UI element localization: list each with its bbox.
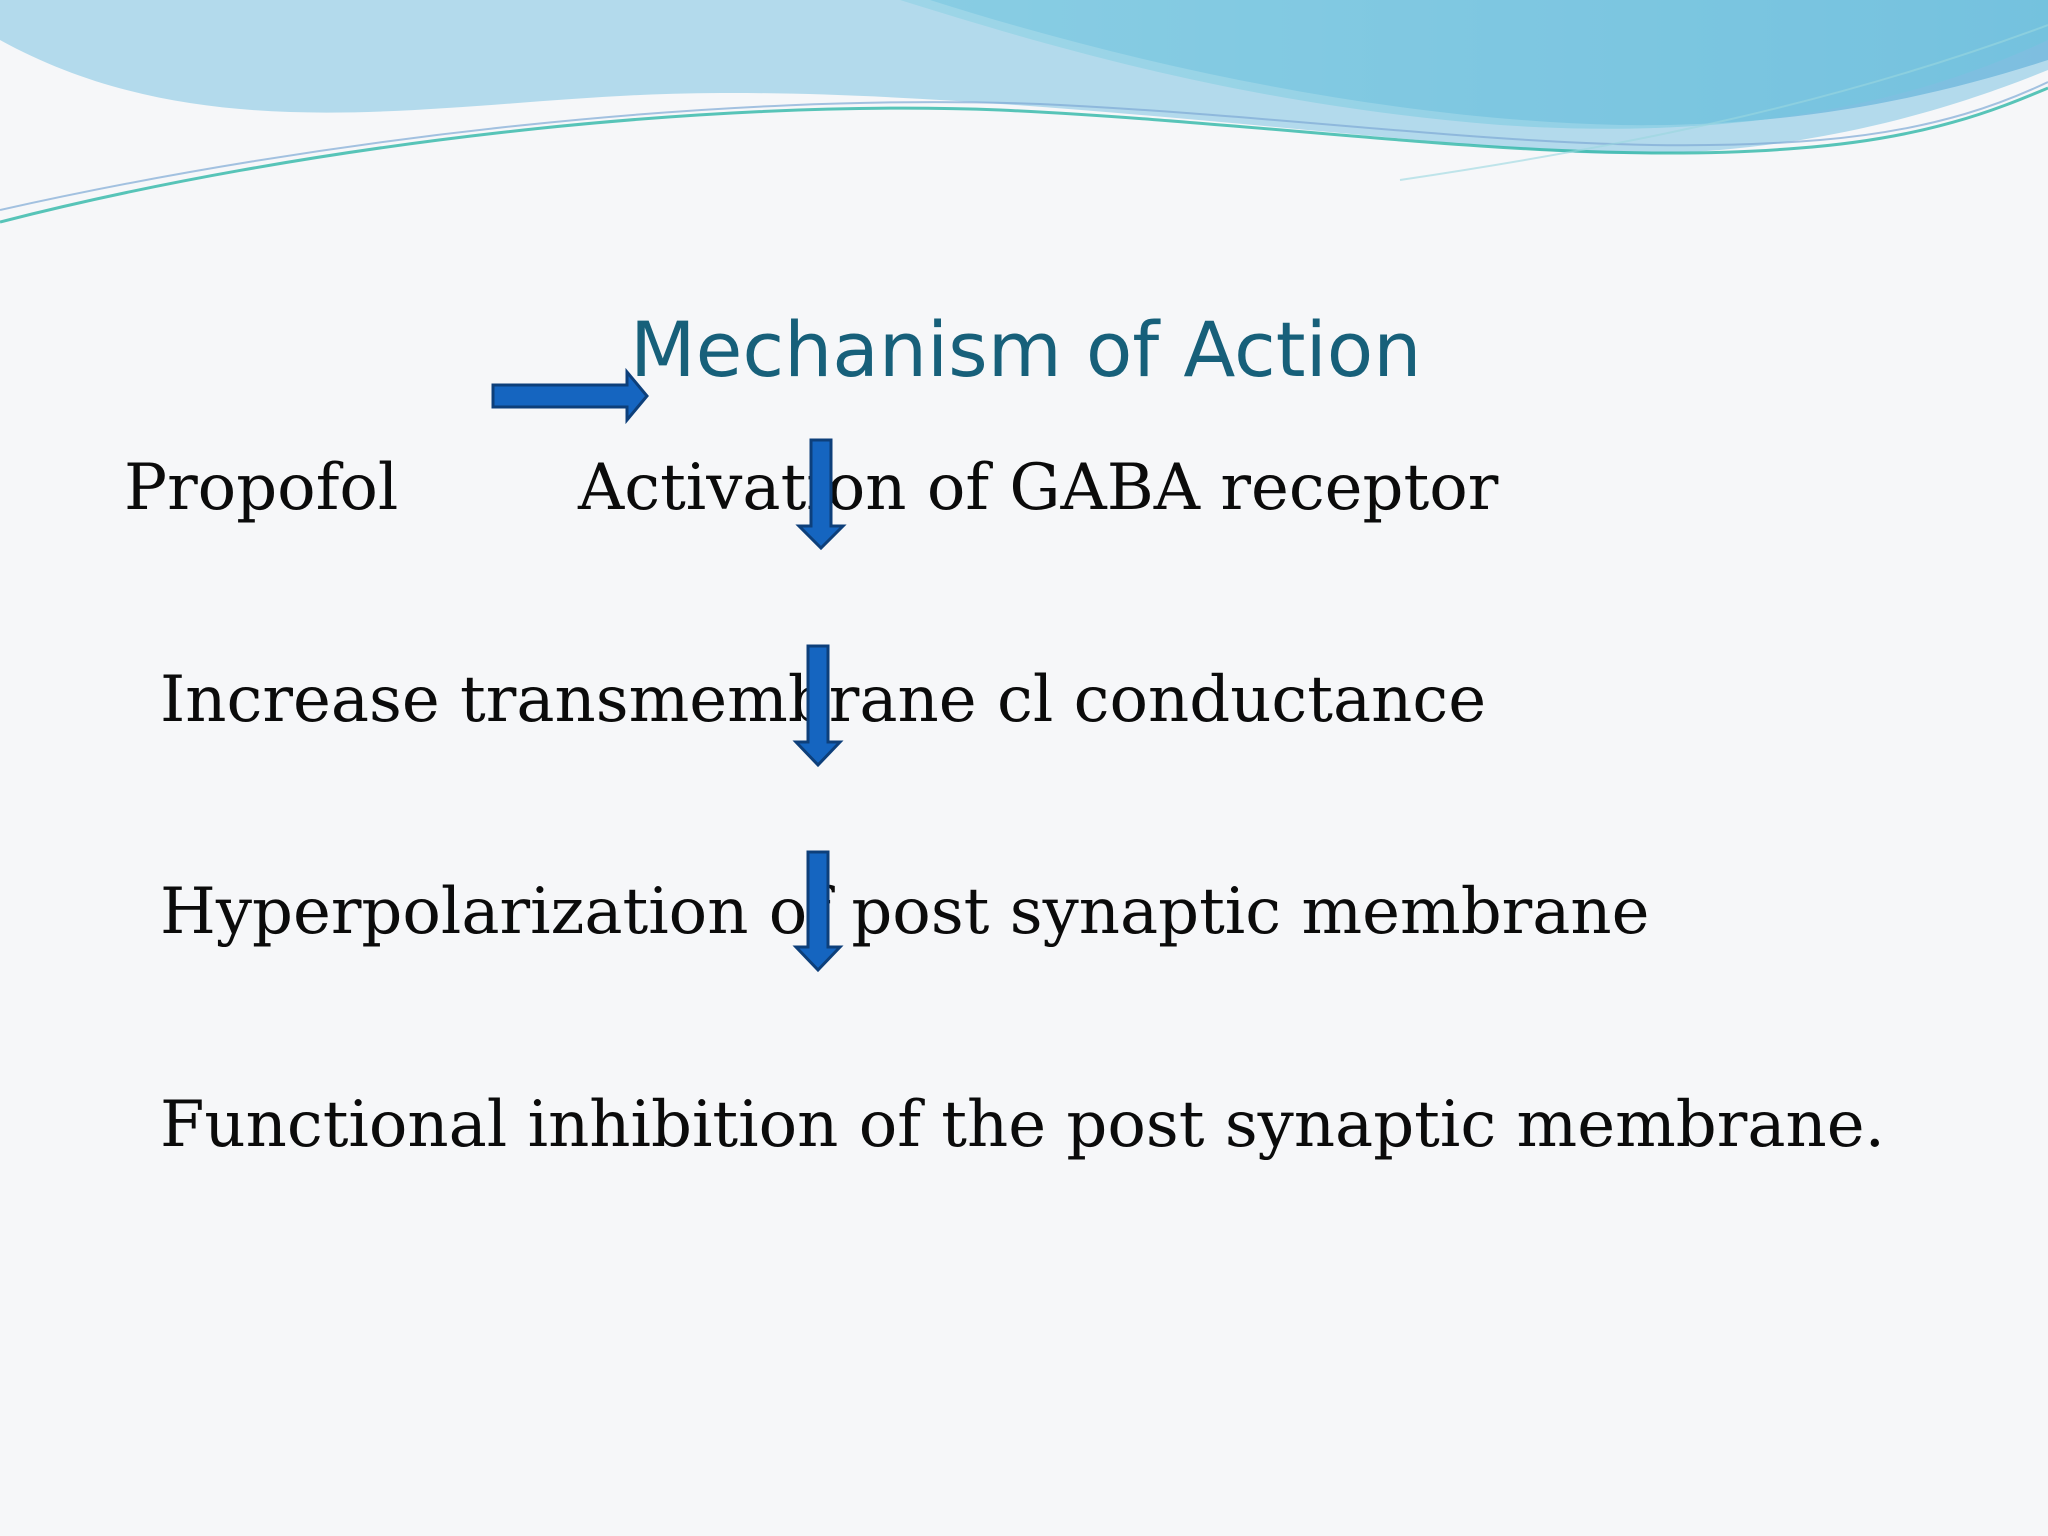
step-conductance-label: Increase transmembrane cl conductance: [160, 663, 1487, 737]
step-hyperpolarization-label: Hyperpolarization of post synaptic membr…: [160, 875, 1650, 949]
step-activation-label: Activation of GABA receptor: [578, 451, 1499, 525]
header-wave-decoration: [0, 0, 2048, 240]
step-drug-label: Propofol: [124, 451, 399, 525]
step-inhibition-label: Functional inhibition of the post synapt…: [160, 1088, 1885, 1162]
right-arrow-icon: [491, 367, 649, 425]
slide-title: Mechanism of Action: [630, 305, 1422, 394]
